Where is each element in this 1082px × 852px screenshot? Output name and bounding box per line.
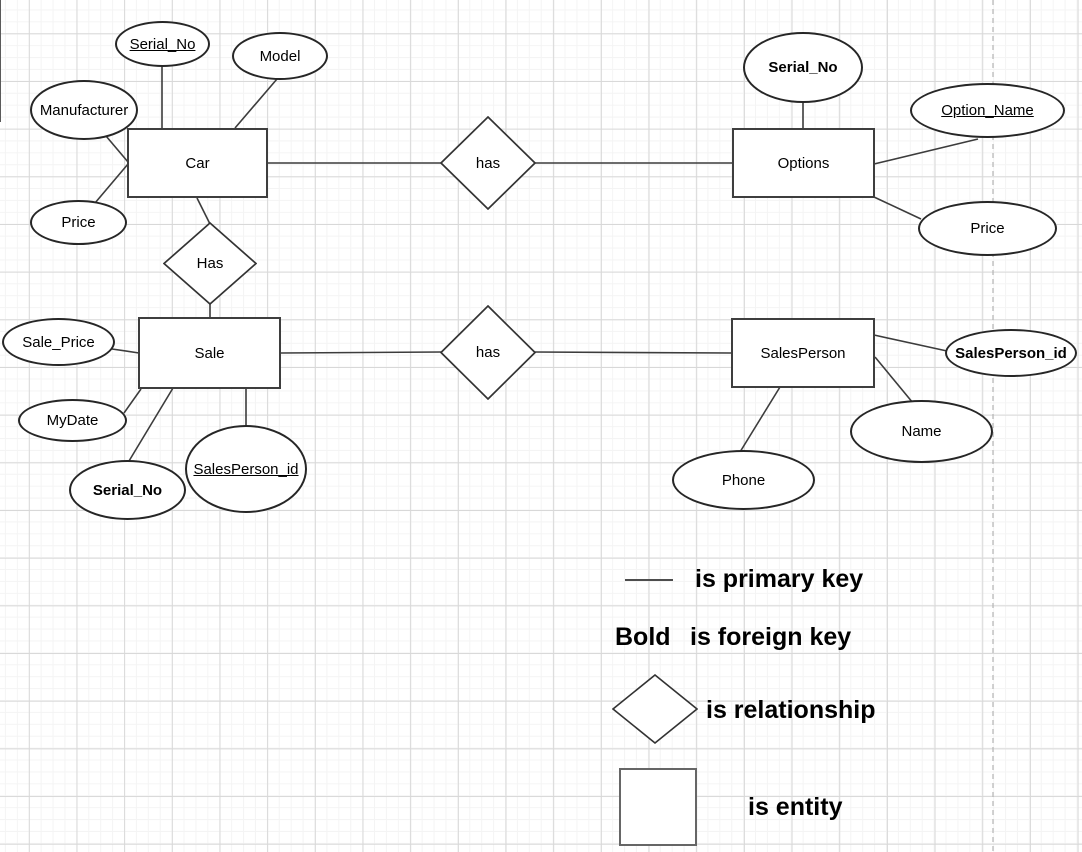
entity-options[interactable]: Options (732, 128, 875, 198)
relationship-label: has (475, 154, 501, 172)
legend-entity-label[interactable]: is entity (748, 793, 843, 821)
attribute-car-price[interactable]: Price (30, 200, 127, 245)
attribute-car-manufacturer[interactable]: Manufacturer (30, 80, 138, 140)
diamond-shape (440, 305, 536, 400)
attribute-label: Manufacturer (39, 101, 129, 119)
connector-sale-sale-price[interactable] (111, 348, 140, 354)
attribute-label: Sale_Price (22, 333, 95, 351)
entity-sale[interactable]: Sale (138, 317, 281, 389)
relationship-label: has (475, 344, 501, 361)
legend-bold-sample[interactable]: Bold (615, 623, 671, 651)
attribute-label: Option_Name (941, 102, 1034, 119)
attribute-label: Serial_No (129, 35, 196, 53)
diamond-shape (612, 674, 698, 744)
attribute-options-serial-no[interactable]: Serial_No (743, 32, 863, 103)
relationship-car-options[interactable]: has (440, 116, 536, 210)
attribute-label: Serial_No (768, 59, 838, 76)
relationship-sale-salesperson[interactable]: has (440, 305, 536, 400)
attribute-label: MyDate (46, 412, 99, 429)
entity-car[interactable]: Car (127, 128, 268, 198)
legend-primary-key-label[interactable]: is primary key (695, 565, 864, 593)
attribute-sale-salesperson-id[interactable]: SalesPerson_id (185, 425, 307, 513)
connector-car-price[interactable] (94, 163, 129, 204)
attribute-label: SalesPerson_id (193, 460, 299, 478)
attribute-sale-sale-price[interactable]: Sale_Price (2, 318, 115, 366)
attribute-sale-serial-no[interactable]: Serial_No (69, 460, 186, 520)
connector-sale-mydate[interactable] (123, 388, 142, 414)
entity-label: SalesPerson (760, 344, 846, 362)
attribute-label: Price (61, 214, 96, 231)
attribute-label: Serial_No (92, 481, 163, 499)
legend-relationship-label[interactable]: is relationship (706, 696, 876, 724)
attribute-salesperson-name[interactable]: Name (850, 400, 993, 463)
entity-salesperson[interactable]: SalesPerson (731, 318, 875, 388)
connector-salesperson-name[interactable] (874, 356, 914, 404)
connector-has3-salesperson[interactable] (533, 351, 732, 354)
entity-label: Car (185, 154, 210, 172)
legend-foreign-key-label[interactable]: is foreign key (690, 623, 852, 651)
relationship-car-sale[interactable]: Has (163, 222, 257, 305)
attribute-sale-mydate[interactable]: MyDate (18, 399, 127, 442)
connector-car-model[interactable] (234, 78, 278, 129)
attribute-label: Model (259, 47, 301, 65)
attribute-label: Price (970, 220, 1005, 237)
diamond-shape (163, 222, 257, 305)
attribute-options-price[interactable]: Price (918, 201, 1057, 256)
connector-options-price[interactable] (873, 196, 922, 220)
attribute-label: Name (901, 423, 942, 440)
attribute-label: SalesPerson_id (955, 344, 1067, 362)
entity-label: Sale (194, 344, 225, 362)
connector-sale-serial-no[interactable] (128, 387, 174, 462)
connector-salesperson-id[interactable] (873, 334, 948, 352)
connector-car-manufacturer[interactable] (105, 135, 129, 163)
attribute-car-model[interactable]: Model (232, 32, 328, 80)
connector-salesperson-phone[interactable] (739, 386, 781, 453)
connector-car-has2[interactable] (196, 197, 211, 225)
attribute-label: Phone (721, 471, 766, 489)
connector-options-option-name[interactable] (873, 138, 979, 165)
attribute-car-serial-no[interactable]: Serial_No (115, 21, 210, 67)
attribute-salesperson-phone[interactable]: Phone (672, 450, 815, 510)
legend-underline-sample[interactable] (625, 579, 673, 581)
diamond-shape (440, 116, 536, 210)
attribute-options-option-name[interactable]: Option_Name (910, 83, 1065, 138)
legend-diamond-sample[interactable] (612, 674, 698, 744)
entity-label: Options (777, 154, 830, 172)
connector-sale-has3[interactable] (280, 351, 443, 354)
legend-rectangle-sample[interactable] (619, 768, 697, 846)
relationship-label: Has (196, 255, 224, 272)
attribute-salesperson-id[interactable]: SalesPerson_id (945, 329, 1077, 377)
